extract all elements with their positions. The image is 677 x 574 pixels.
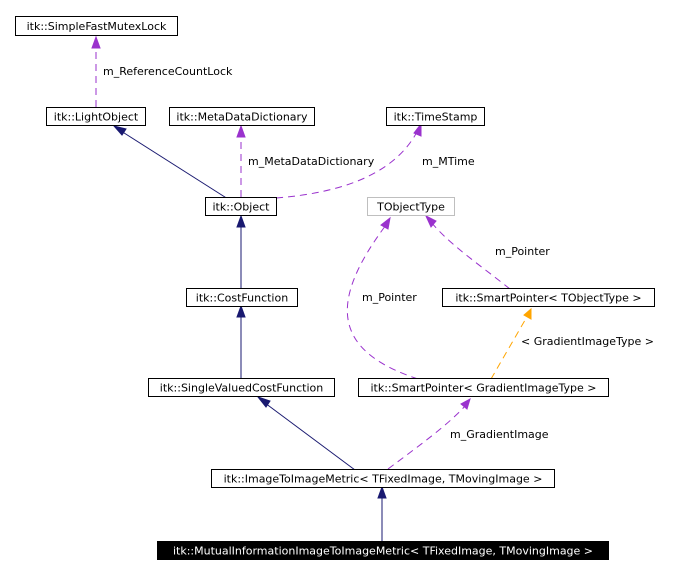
usage-edges: [95, 44, 511, 470]
arrowhead-singlevalued: [256, 395, 271, 408]
arrowhead-smartptr-t: [523, 307, 532, 320]
inheritance-arrowheads: [112, 125, 387, 499]
node-mutual-information-image-to-image-metric[interactable]: itk::MutualInformationImageToImageMetric…: [157, 541, 609, 560]
edge-object-to-lightobject: [120, 130, 229, 200]
arrowhead-tobjecttype-right: [424, 214, 437, 228]
node-label: itk::SmartPointer< TObjectType >: [455, 292, 641, 305]
arrowhead-costfunction: [236, 304, 246, 318]
node-label: TObjectType: [376, 201, 445, 214]
label-metadata-dictionary: m_MetaDataDictionary: [248, 155, 375, 168]
node-label: itk::SmartPointer< GradientImageType >: [370, 382, 596, 395]
edge-smartptr-g-to-tobjecttype: [346, 224, 419, 380]
edge-imagetoimage-to-smartptr-g: [387, 404, 467, 470]
label-gradient-image: m_GradientImage: [450, 428, 549, 441]
node-box: [386, 107, 485, 126]
node-label: itk::ImageToImageMetric< TFixedImage, TM…: [224, 473, 543, 486]
node-box: [367, 197, 455, 216]
node-label: itk::MetaDataDictionary: [176, 111, 308, 124]
template-edges: [490, 307, 532, 380]
node-label: itk::TimeStamp: [394, 111, 478, 124]
node-smart-pointer-gradient-image-type[interactable]: itk::SmartPointer< GradientImageType >: [358, 378, 609, 397]
node-tobjecttype[interactable]: TObjectType: [367, 197, 455, 216]
node-label: itk::SimpleFastMutexLock: [27, 20, 167, 33]
label-template-argument: < GradientImageType >: [521, 335, 654, 348]
node-box: [442, 288, 655, 307]
node-image-to-image-metric[interactable]: itk::ImageToImageMetric< TFixedImage, TM…: [211, 469, 555, 488]
edge-smartptr-g-to-smartptr-t: [490, 314, 529, 380]
node-label: itk::Object: [213, 201, 271, 214]
edge-imagetoimage-to-singlevalued: [264, 402, 356, 471]
node-box: [186, 288, 298, 307]
arrowhead-lightobject: [112, 125, 127, 136]
node-box: [46, 107, 146, 126]
node-box: [169, 107, 315, 126]
node-single-valued-cost-function[interactable]: itk::SingleValuedCostFunction: [148, 378, 335, 397]
edge-labels: m_ReferenceCountLock m_MetaDataDictionar…: [103, 65, 654, 441]
node-box: [205, 197, 277, 216]
node-label: itk::SingleValuedCostFunction: [160, 382, 323, 395]
arrowhead-mutex: [91, 35, 101, 49]
label-pointer-gradient: m_Pointer: [362, 291, 417, 304]
node-box: [15, 16, 178, 36]
node-smart-pointer-tobjecttype[interactable]: itk::SmartPointer< TObjectType >: [442, 288, 655, 307]
label-pointer-tobjecttype: m_Pointer: [495, 245, 550, 258]
arrowhead-metadict: [236, 124, 246, 138]
node-box: [358, 378, 609, 397]
arrowhead-imagetoimage: [377, 485, 387, 499]
node-metadata-dictionary[interactable]: itk::MetaDataDictionary: [169, 107, 315, 126]
node-cost-function[interactable]: itk::CostFunction: [186, 288, 298, 307]
node-label: itk::LightObject: [54, 111, 139, 124]
node-time-stamp[interactable]: itk::TimeStamp: [386, 107, 485, 126]
arrowhead-timestamp: [413, 122, 422, 137]
inheritance-edges: [120, 130, 383, 542]
arrowhead-smartptr-g: [460, 397, 471, 410]
node-light-object[interactable]: itk::LightObject: [46, 107, 146, 126]
node-box: [148, 378, 335, 397]
arrowhead-object: [236, 214, 246, 228]
edge-object-to-timestamp: [275, 129, 419, 199]
node-object[interactable]: itk::Object: [205, 197, 277, 216]
node-box: [211, 469, 555, 488]
label-reference-count-lock: m_ReferenceCountLock: [103, 65, 233, 78]
node-box: [157, 541, 609, 560]
arrowhead-tobjecttype-left: [380, 216, 391, 230]
node-label: itk::CostFunction: [196, 292, 288, 305]
usage-arrowheads: [91, 35, 471, 410]
node-simple-fast-mutex-lock[interactable]: itk::SimpleFastMutexLock: [15, 16, 178, 36]
label-mtime: m_MTime: [422, 155, 475, 168]
node-label: itk::MutualInformationImageToImageMetric…: [173, 545, 593, 558]
